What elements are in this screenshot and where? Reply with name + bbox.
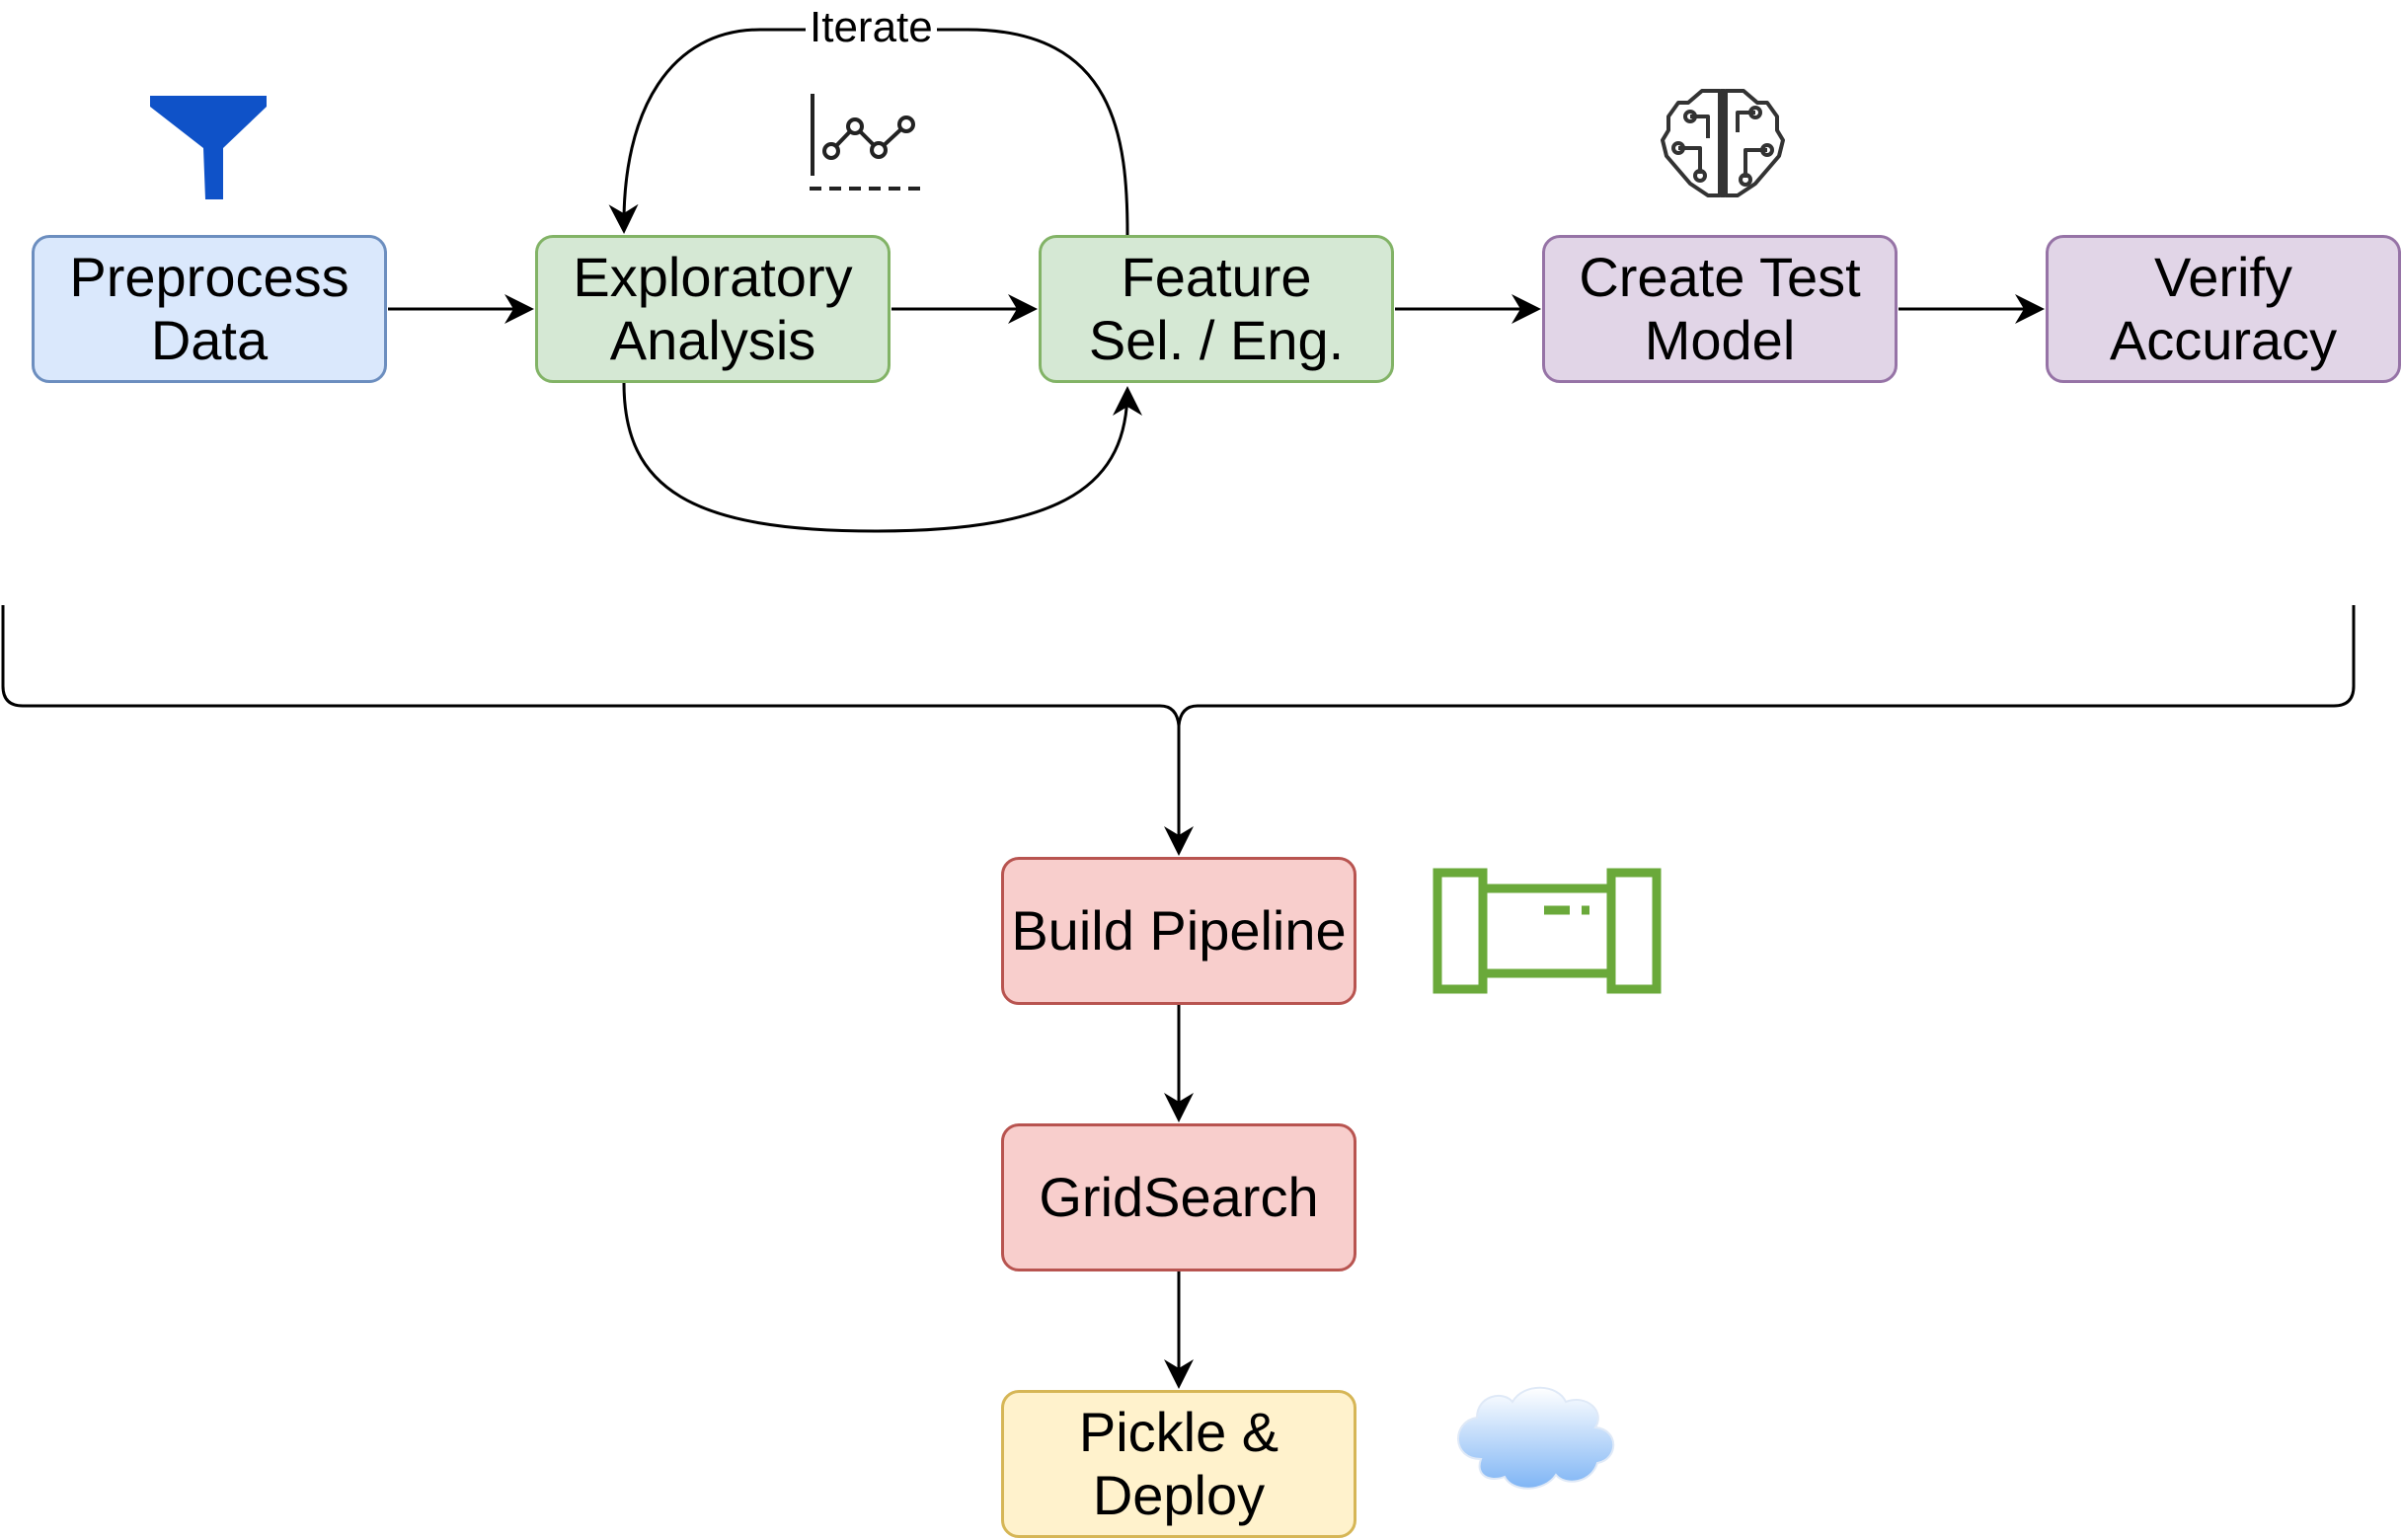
node-create-test-model[interactable]: Create Test Model	[1542, 235, 1898, 383]
node-feature-sel-eng[interactable]: Feature Sel. / Eng.	[1039, 235, 1394, 383]
node-create-test-model-label: Create Test Model	[1579, 246, 1861, 371]
iterate-label: Iterate	[806, 3, 937, 52]
node-feature-sel-eng-label: Feature Sel. / Eng.	[1088, 246, 1345, 371]
node-pickle-deploy-label: Pickle & Deploy	[1078, 1401, 1279, 1526]
node-exploratory-analysis-label: Exploratory Analysis	[573, 246, 853, 371]
node-verify-accuracy[interactable]: Verify Accuracy	[2046, 235, 2401, 383]
grouping-brace	[1, 605, 2356, 727]
node-preprocess-data-label: Preprocess Data	[69, 246, 349, 371]
node-build-pipeline-label: Build Pipeline	[1011, 899, 1347, 962]
node-pickle-deploy[interactable]: Pickle & Deploy	[1001, 1390, 1356, 1538]
node-gridsearch[interactable]: GridSearch	[1001, 1123, 1356, 1271]
node-exploratory-analysis[interactable]: Exploratory Analysis	[535, 235, 891, 383]
node-preprocess-data[interactable]: Preprocess Data	[32, 235, 387, 383]
edge-exploratory-to-feature-loop	[622, 382, 1142, 533]
node-build-pipeline[interactable]: Build Pipeline	[1001, 857, 1356, 1005]
node-verify-accuracy-label: Verify Accuracy	[2109, 246, 2338, 371]
edge-iterate-loop	[608, 28, 1129, 236]
node-gridsearch-label: GridSearch	[1039, 1166, 1319, 1228]
